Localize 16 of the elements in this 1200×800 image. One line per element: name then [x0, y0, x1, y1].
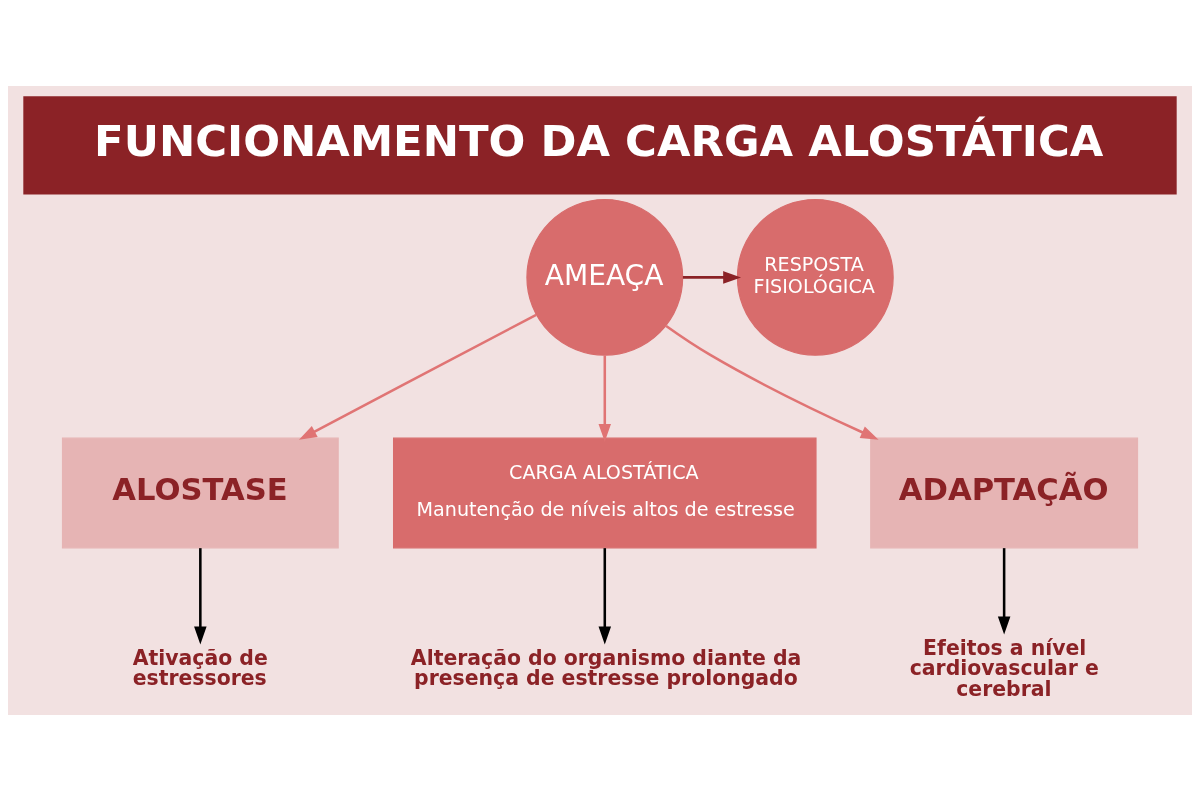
arrow — [598, 355, 612, 442]
node-box: CARGA ALOSTÁTICA Manutenção de níveis altos de estresse — [393, 437, 817, 548]
node-circle: AMEAÇA — [526, 198, 684, 356]
arrow — [665, 324, 879, 440]
arrow — [194, 547, 207, 644]
arrow — [682, 270, 742, 284]
diagram-title: FUNCIONAMENTO DA CARGA ALOSTÁTICA — [94, 115, 1104, 166]
node-text: Alteração do organismo diante da presença de estresse prolongado — [410, 645, 802, 690]
arrow — [298, 313, 537, 440]
node-text: Ativação de estressores — [132, 645, 268, 690]
node-box: ALOSTASE — [61, 437, 339, 548]
node-text: Efeitos a nível cardiovascular e cerebral — [909, 635, 1099, 701]
node-box: ADAPTAÇÃO — [870, 437, 1139, 548]
arrow — [997, 547, 1011, 634]
node-circle: RESPOSTA FISIOLÓGICA — [736, 198, 894, 356]
arrow — [598, 547, 612, 644]
